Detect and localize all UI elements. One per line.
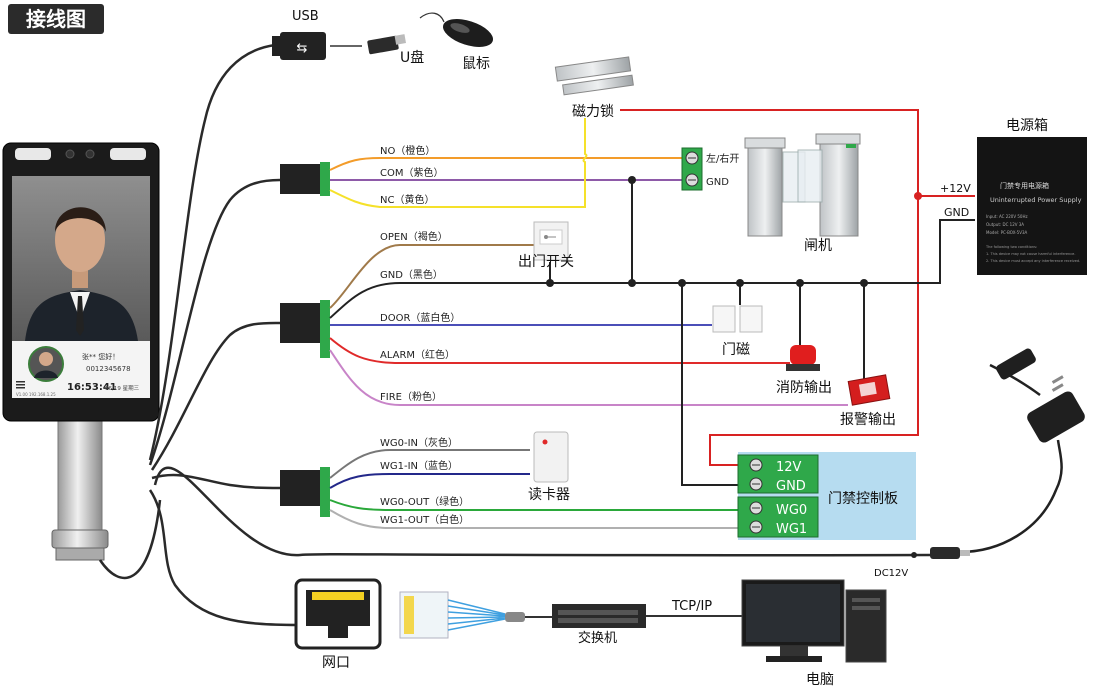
- psu-spec-3: Model: PC-BOX-5V3A: [986, 230, 1028, 235]
- gnd-junctions: [546, 176, 868, 287]
- fire-output-label: 消防输出: [776, 380, 832, 396]
- relay-connector: [280, 162, 330, 196]
- power-box-label: 电源箱: [1006, 118, 1048, 134]
- usb-flash-drive-icon: [367, 34, 406, 55]
- wire-label-no: NO（橙色）: [380, 144, 435, 157]
- card-reader-icon: [533, 431, 569, 483]
- maglock-label: 磁力锁: [572, 104, 614, 120]
- clock-text: 16:53:41: [67, 382, 117, 393]
- psu-spec-1: Input: AC 220V 50Hz: [986, 214, 1028, 219]
- controller-term-gnd: GND: [776, 479, 806, 494]
- date-text: 06/19 星期三: [105, 385, 140, 392]
- relay-wires: [329, 118, 690, 208]
- wire-label-wg1-out: WG1-OUT（白色）: [380, 513, 469, 526]
- computer-icon: [741, 579, 887, 663]
- power-supply-box: [977, 137, 1087, 275]
- wire-label-wg1-in: WG1-IN（蓝色）: [380, 459, 458, 472]
- face-recognition-terminal: 张** 您好！ 0012345678 16:53:41 06/19 星期三 V1…: [2, 142, 160, 561]
- switch-label: 交换机: [578, 630, 617, 646]
- wiegand-wires: [329, 449, 738, 529]
- rj45-plug-icon: [399, 591, 525, 639]
- gate-terminal-top-label: 左/右开: [706, 152, 739, 165]
- controller-term-wg0: WG0: [776, 503, 807, 518]
- power-gnd-label: GND: [944, 206, 969, 219]
- udisk-label: U盘: [400, 49, 424, 66]
- card-reader-label: 读卡器: [528, 486, 570, 503]
- wire-label-wg0-out: WG0-OUT（绿色）: [380, 495, 469, 508]
- usb-connector: ⇆: [272, 32, 326, 60]
- dc12v-label: DC12V: [874, 568, 908, 579]
- tcpip-label: TCP/IP: [671, 599, 712, 614]
- access-controller-board: [737, 452, 916, 540]
- terminal-cables: [98, 43, 931, 627]
- version-ip-text: V1.00 192.168.1.25: [16, 392, 56, 397]
- controller-label: 门禁控制板: [828, 491, 898, 507]
- psu-title-en: Uninterrupted Power Supply: [990, 196, 1082, 204]
- svg-text:⇆: ⇆: [297, 41, 308, 56]
- network-switch-icon: [552, 604, 646, 628]
- alarm-output-label: 报警输出: [840, 412, 896, 428]
- wire-label-alarm: ALARM（红色）: [380, 348, 455, 361]
- network-port-label: 网口: [322, 655, 350, 671]
- exit-button-label: 出门开关: [518, 254, 574, 270]
- wire-label-com: COM（紫色）: [380, 166, 443, 179]
- psu-warning-1: The following two conditions:: [985, 245, 1037, 249]
- wire-label-wg0-in: WG0-IN（灰色）: [380, 436, 458, 449]
- wire-label-door: DOOR（蓝白色）: [380, 311, 460, 324]
- io-connector: [280, 300, 330, 358]
- turnstile-gate-icon: [744, 133, 861, 237]
- usb-label: USB: [292, 9, 319, 24]
- exit-button-icon: [533, 221, 569, 261]
- controller-term-wg1: WG1: [776, 522, 807, 537]
- psu-spec-2: Output: DC 12V 3A: [986, 222, 1024, 227]
- magnetic-lock-icon: [554, 56, 634, 96]
- alarm-button-icon: [847, 374, 891, 406]
- power-12v-wire: [620, 109, 975, 466]
- wire-label-nc: NC（黄色）: [380, 193, 434, 206]
- user-id-text: 0012345678: [86, 365, 131, 373]
- rj45-port-icon: [294, 578, 382, 650]
- power-plus-label: +12V: [940, 182, 971, 195]
- computer-label: 电脑: [806, 672, 834, 687]
- dc-power-adapter-icon: [930, 348, 1085, 559]
- wire-label-open: OPEN（褐色）: [380, 230, 448, 243]
- door-sensor-icon: [712, 305, 763, 333]
- wire-label-gnd: GND（黑色）: [380, 268, 443, 281]
- wiegand-connector: [280, 467, 330, 517]
- gate-label: 闸机: [804, 238, 832, 254]
- user-name-text: 张** 您好！: [82, 352, 119, 361]
- io-wires: [329, 180, 975, 486]
- siren-icon: [786, 345, 820, 371]
- psu-warning-3: 2. This device must accept any interfere…: [986, 259, 1080, 263]
- diagram-title: 接线图: [8, 4, 104, 34]
- psu-title-cn: 门禁专用电源箱: [1000, 181, 1049, 190]
- door-sensor-label: 门磁: [722, 342, 750, 358]
- mouse-icon: [419, 12, 494, 47]
- psu-warning-2: 1. This device may not cause harmful int…: [986, 252, 1075, 256]
- gate-terminal-bottom-label: GND: [706, 177, 729, 188]
- mouse-label: 鼠标: [462, 56, 490, 72]
- controller-term-12v: 12V: [776, 460, 802, 475]
- wire-label-fire: FIRE（粉色）: [380, 390, 442, 403]
- gate-terminal-block: [681, 147, 703, 191]
